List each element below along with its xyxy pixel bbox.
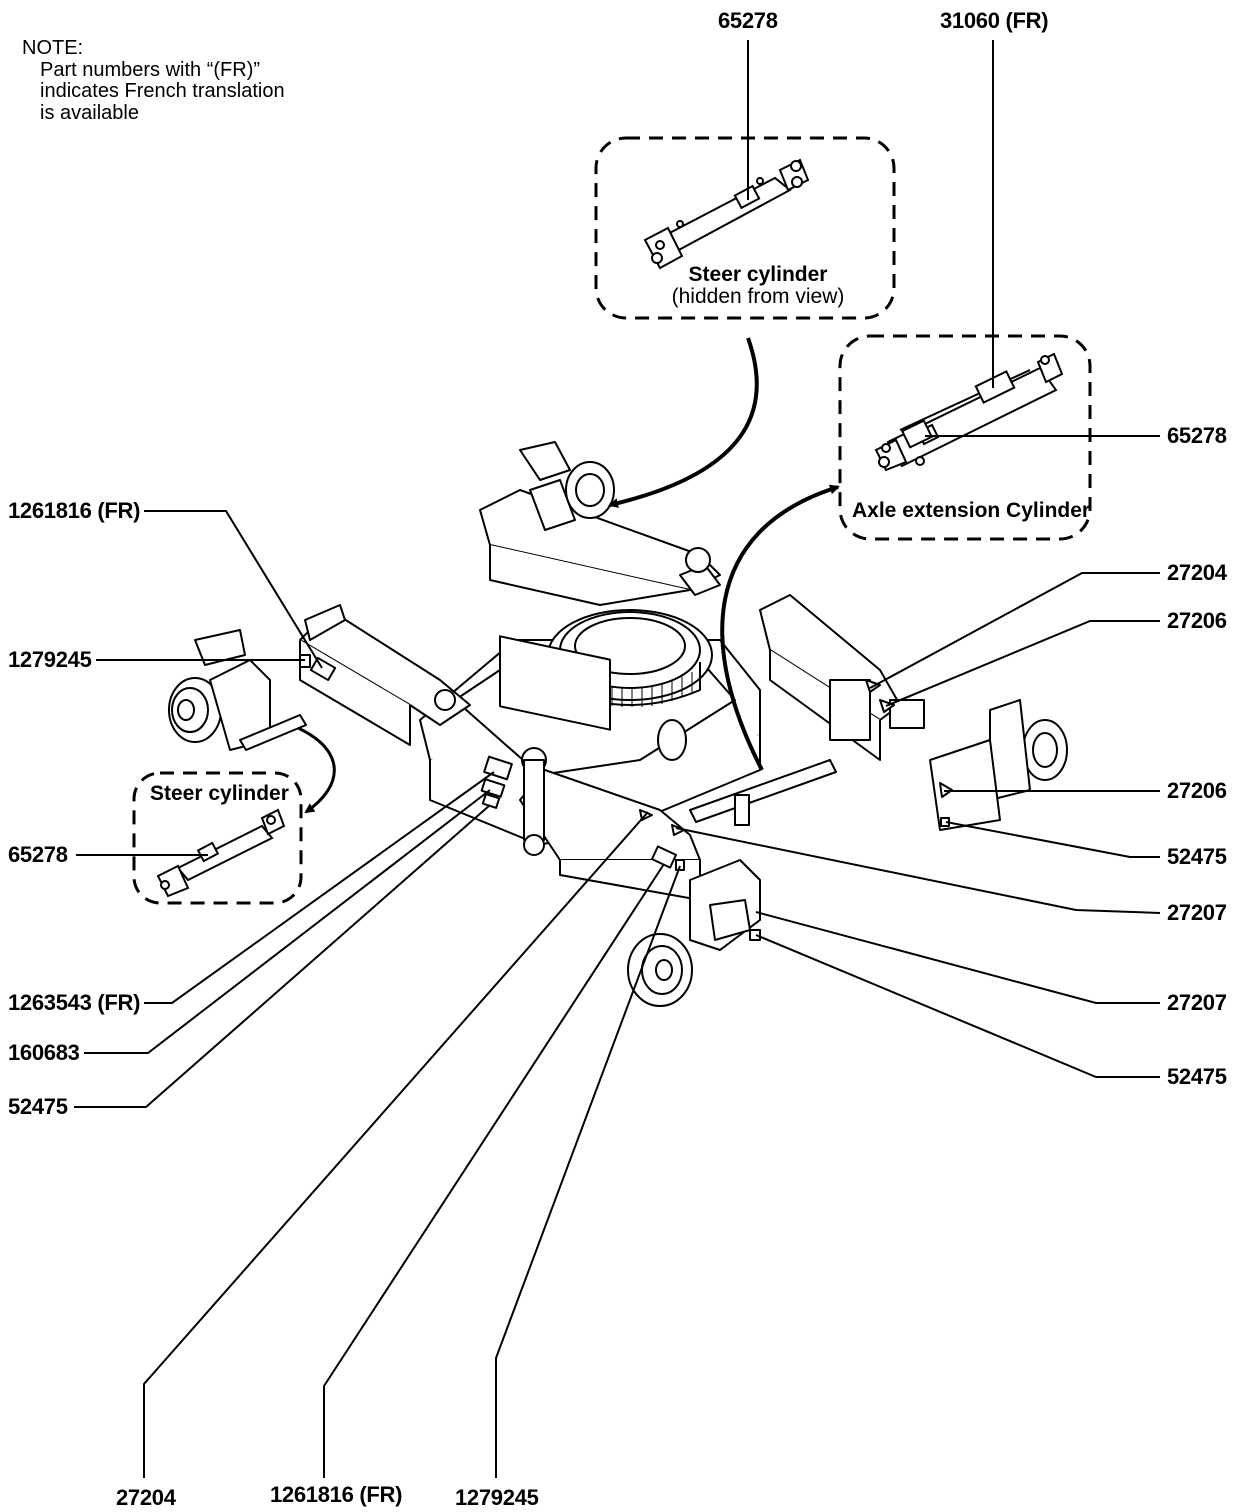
axle-extension-cylinder-drawing [874,352,1064,472]
callout-left-1263543: 1263543 (FR) [8,990,141,1015]
leader-right-27207a [675,827,1161,914]
leader-bottom-1279245 [495,865,681,1478]
chassis-frame [168,441,1068,1007]
leader-left-160683 [84,789,491,1054]
wheel-hub-right [929,699,1068,831]
callout-left-1279245: 1279245 [8,647,92,672]
callout-left-1261816: 1261816 (FR) [8,498,141,523]
leader-left-52475 [74,804,491,1108]
arrow-to-left-steer [297,726,336,814]
arrow-to-top-steer [608,337,759,509]
leader-lines [74,40,1161,1478]
callout-right-27206b: 27206 [1167,778,1227,803]
callout-right-27204: 27204 [1167,560,1227,585]
axle-extension-caption: Axle extension Cylinder [852,499,1091,522]
leader-right-52475a [945,821,1160,858]
wheel-hub-top [519,441,615,531]
callout-bottom-1261816: 1261816 (FR) [270,1482,403,1507]
callout-right-27206a: 27206 [1167,608,1227,633]
steer-cylinder-inset-left [132,771,303,905]
leader-right-27206a [885,620,1160,707]
callout-right-27207a: 27207 [1167,900,1227,925]
wheel-hub-front [627,859,761,1007]
note-heading: NOTE: [22,37,84,59]
callout-bottom-1279245: 1279245 [455,1485,539,1510]
leader-bottom-27204 [143,811,649,1478]
axle-extension-cylinder-inset [838,334,1092,541]
steer-cylinder-top-subtitle: (hidden from view) [671,285,845,309]
note-line-1: Part numbers with “(FR)” [40,58,261,81]
callout-right-65278: 65278 [1167,423,1227,448]
steer-cylinder-left-title: Steer cylinder [150,782,289,805]
note-line-2: indicates French translation [40,80,285,103]
leader-bottom-1261816 [323,863,665,1478]
callout-right-27207b: 27207 [1167,990,1227,1015]
leader-left-1263543 [144,771,495,1004]
callout-top-65278: 65278 [718,8,778,33]
steer-cylinder-left-drawing [156,808,286,898]
steer-cylinder-left-caption: Steer cylinder [150,782,289,805]
callout-bottom-27204: 27204 [116,1485,176,1510]
note-line-3: is available [40,101,139,124]
steer-cylinder-top-title: Steer cylinder [688,263,828,286]
axle-extension-title: Axle extension Cylinder [852,499,1091,522]
callout-top-31060: 31060 (FR) [940,8,1049,33]
steer-cylinder-top-caption: Steer cylinder (hidden from view) [668,263,848,309]
arrow-to-axle-extension [720,484,840,771]
callout-right-52475b: 52475 [1167,1064,1227,1089]
callout-left-160683: 160683 [8,1040,80,1065]
leader-right-27204 [869,572,1160,689]
steer-cylinder-top-drawing [643,158,810,270]
callout-left-52475: 52475 [8,1094,68,1119]
callout-left-65278: 65278 [8,842,68,867]
leader-right-27207b [755,911,1160,1004]
steer-cylinder-inset-top [594,136,896,320]
leader-right-52475b [755,934,1160,1078]
wheel-hub-left [168,629,271,751]
note-block: NOTE: Part numbers with “(FR)” indicates… [22,37,285,124]
callout-right-52475a: 52475 [1167,844,1227,869]
leader-left-1261816 [144,510,323,669]
